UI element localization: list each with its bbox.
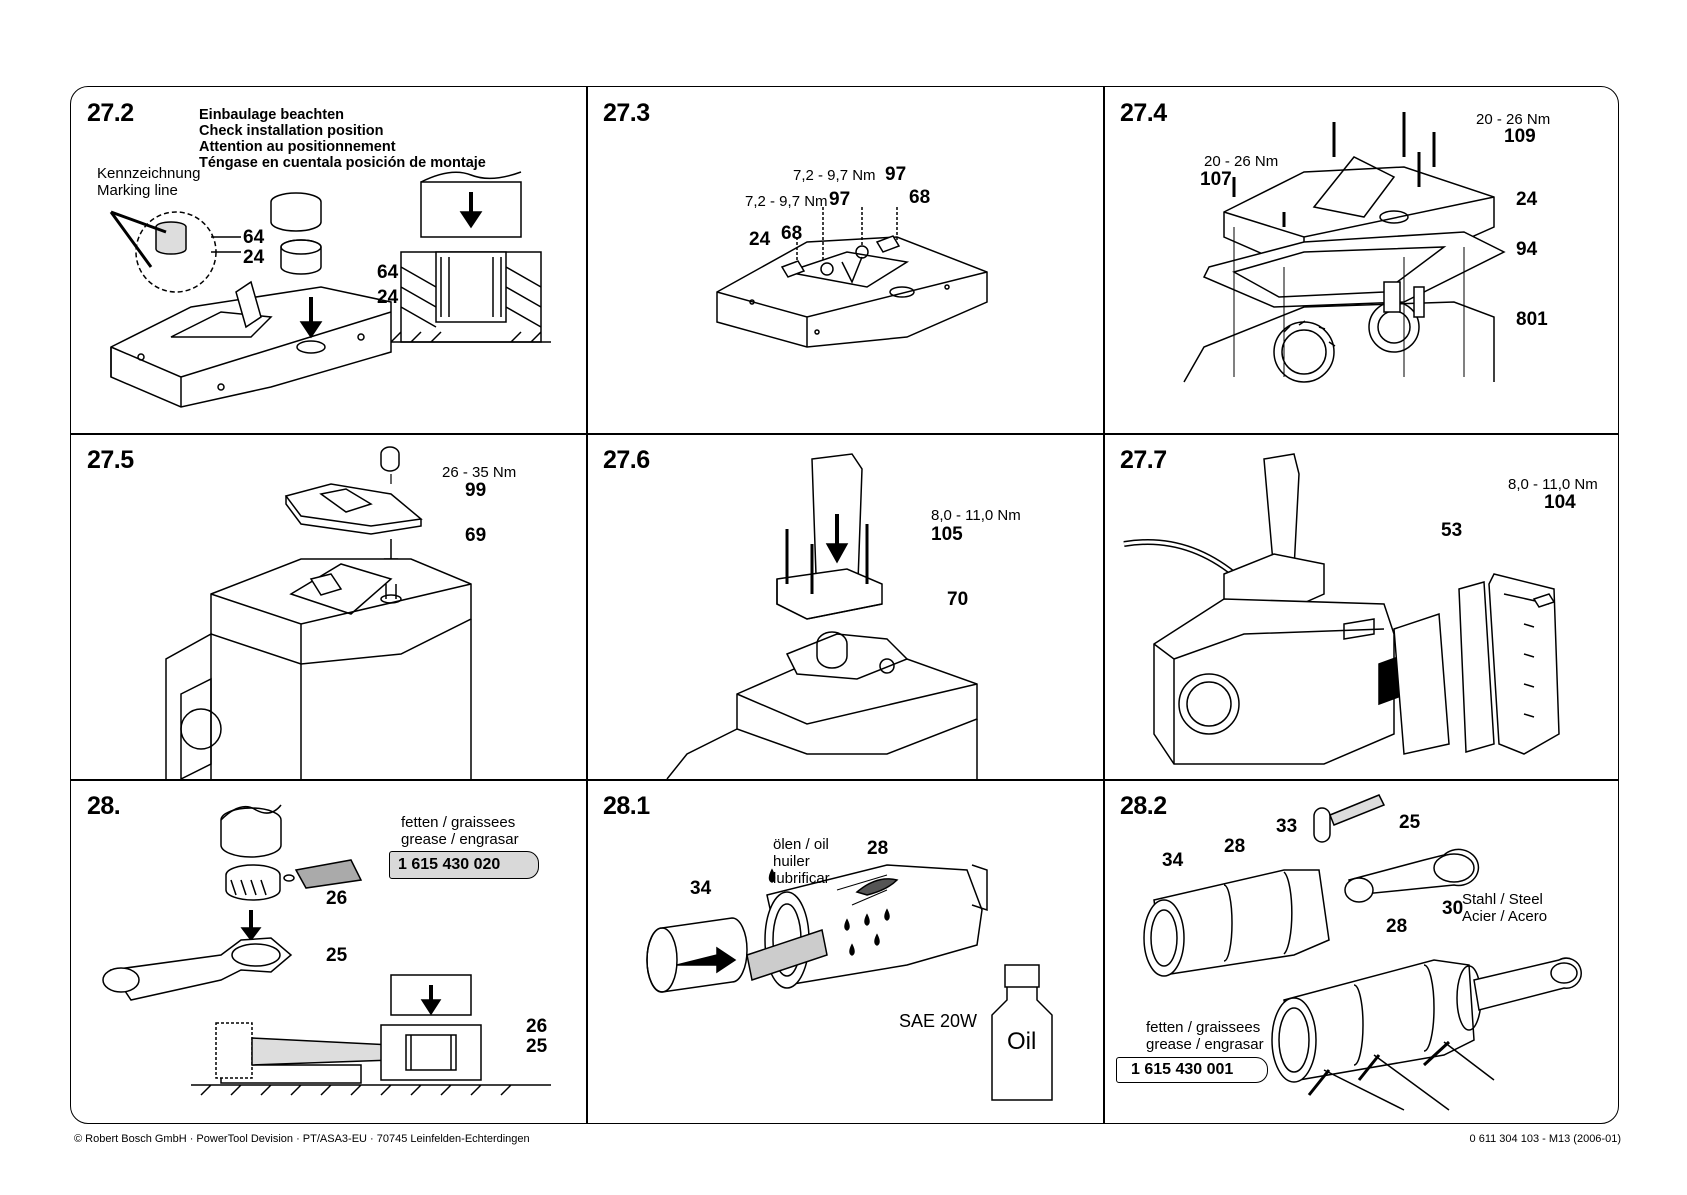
part-number: 1 615 430 001 <box>1131 1061 1234 1078</box>
part-label: 28 <box>867 838 889 859</box>
piston-assembly-illustration <box>1143 794 1582 1111</box>
panel-28-1: 28.1 ölen / oil huiler lubrificar 28 34 … <box>587 780 1103 1123</box>
cover-screws-illustration <box>716 207 988 348</box>
part-label: 25 <box>1399 812 1421 833</box>
part-label: 104 <box>1544 492 1576 513</box>
torque-value: 7,2 - 9,7 Nm <box>793 167 876 184</box>
panel-number: 28.2 <box>1120 792 1167 820</box>
part-label: 26 <box>526 1016 548 1037</box>
panel-number: 27.4 <box>1120 99 1167 127</box>
flange-nut-illustration <box>165 446 472 779</box>
part-label: 34 <box>690 878 712 899</box>
part-label: 24 <box>377 287 399 308</box>
part-label: 30 <box>1442 898 1464 919</box>
part-label: 53 <box>1441 520 1463 541</box>
handle-cover-illustration <box>666 453 978 779</box>
part-label: 105 <box>931 524 963 545</box>
oil-grade: SAE 20W <box>899 1011 978 1031</box>
part-label: 64 <box>243 227 265 248</box>
part-label: 24 <box>1516 189 1538 210</box>
gear-cover-assembly-illustration <box>1183 112 1506 383</box>
grease-tube: 1 615 430 001 <box>1116 1057 1268 1083</box>
connecting-rod-bearing-illustration <box>102 804 551 1096</box>
panel-divider <box>586 87 588 1123</box>
part-label: 107 <box>1200 169 1232 190</box>
part-label: 34 <box>1162 850 1184 871</box>
panel-28-2: 28.2 33 25 34 28 30 Stahl / Steel Acier … <box>1104 780 1618 1123</box>
panel-number: 27.5 <box>87 446 134 474</box>
side-cover-illustration <box>1123 453 1560 765</box>
oil-note: ölen / oil huiler lubrificar <box>773 836 830 887</box>
part-label: 109 <box>1504 126 1536 147</box>
oil-piston-illustration <box>646 864 1053 1101</box>
panel-number: 27.6 <box>603 446 650 474</box>
panel-27-6: 27.6 8,0 - 11,0 Nm 105 70 <box>587 434 1103 779</box>
part-label: 97 <box>885 164 907 185</box>
part-label: 94 <box>1516 239 1538 260</box>
torque-value: 26 - 35 Nm <box>442 464 517 481</box>
panel-28: 28. fetten / graissees grease / engrasar… <box>71 780 586 1123</box>
torque-value: 8,0 - 11,0 Nm <box>931 507 1021 524</box>
panel-27-4: 27.4 20 - 26 Nm 109 20 - 26 Nm 107 24 94… <box>1104 87 1618 433</box>
oil-bottle-label: Oil <box>1007 1028 1037 1055</box>
installation-note: Einbaulage beachten Check installation p… <box>199 107 486 171</box>
part-label: 70 <box>947 589 969 610</box>
grease-tube: 1 615 430 020 <box>389 851 539 879</box>
material-note: Stahl / Steel Acier / Acero <box>1462 891 1548 925</box>
panel-number: 27.3 <box>603 99 650 127</box>
part-label: 99 <box>465 480 487 501</box>
part-label: 25 <box>526 1036 548 1057</box>
panel-divider <box>71 779 1618 781</box>
panel-27-7: 27.7 8,0 - 11,0 Nm 104 53 <box>1104 434 1618 779</box>
footer-doc-number: 0 611 304 103 - M13 (2006-01) <box>1469 1133 1621 1145</box>
panel-divider <box>1103 87 1105 1123</box>
part-number: 1 615 430 020 <box>398 856 501 873</box>
panel-number: 27.7 <box>1120 446 1167 474</box>
part-label: 801 <box>1516 309 1548 330</box>
panel-27-3: 27.3 7,2 - 9,7 Nm 97 7,2 - 9,7 Nm 97 68 … <box>587 87 1103 433</box>
part-label: 24 <box>243 247 265 268</box>
part-label: 64 <box>377 262 399 283</box>
grease-note: fetten / graissees grease / engrasar <box>401 814 519 848</box>
grease-note: fetten / graissees grease / engrasar <box>1146 1019 1264 1053</box>
marking-label: Kennzeichnung Marking line <box>97 165 201 199</box>
instruction-sheet: 27.2 Einbaulage beachten Check installat… <box>70 86 1619 1124</box>
torque-value: 7,2 - 9,7 Nm <box>745 193 828 210</box>
torque-value: 20 - 26 Nm <box>1476 111 1551 128</box>
part-label: 69 <box>465 525 487 546</box>
torque-value: 20 - 26 Nm <box>1204 153 1279 170</box>
panel-number: 27.2 <box>87 99 134 127</box>
bearing-installation-illustration <box>109 171 551 408</box>
panel-divider <box>71 433 1618 435</box>
part-label: 68 <box>781 223 803 244</box>
part-label: 25 <box>326 945 348 966</box>
part-label: 28 <box>1386 916 1408 937</box>
footer-copyright: © Robert Bosch GmbH · PowerTool Devision… <box>74 1133 530 1145</box>
torque-value: 8,0 - 11,0 Nm <box>1508 476 1598 493</box>
part-label: 26 <box>326 888 348 909</box>
part-label: 28 <box>1224 836 1246 857</box>
panel-number: 28. <box>87 792 121 820</box>
part-label: 24 <box>749 229 771 250</box>
panel-27-5: 27.5 26 - 35 Nm 99 69 <box>71 434 586 779</box>
panel-27-2: 27.2 Einbaulage beachten Check installat… <box>71 87 586 433</box>
panel-number: 28.1 <box>603 792 650 820</box>
part-label: 33 <box>1276 816 1298 837</box>
part-label: 68 <box>909 187 931 208</box>
part-label: 97 <box>829 189 851 210</box>
